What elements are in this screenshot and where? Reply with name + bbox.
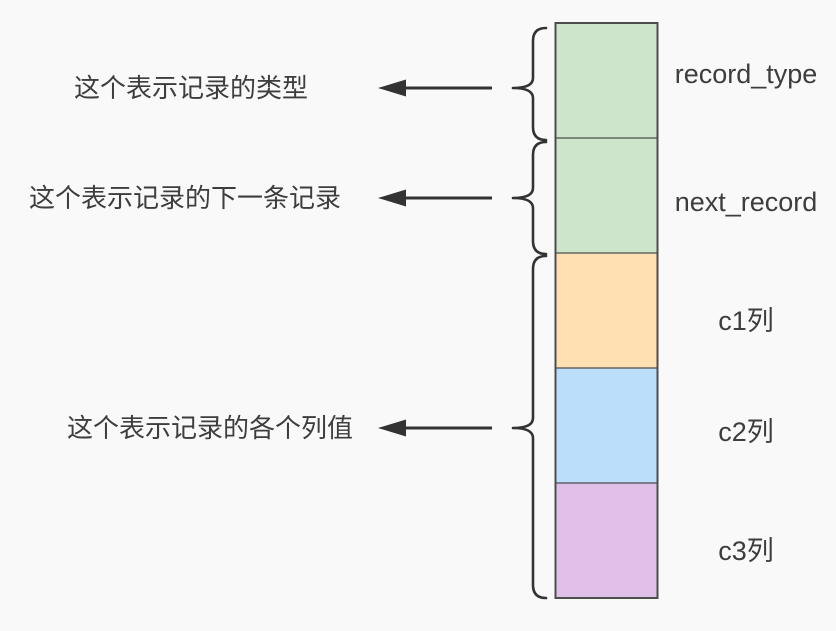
field-label-record-type: record_type — [675, 59, 818, 89]
field-box-c3 — [555, 483, 658, 598]
arrow-record-type — [378, 79, 492, 97]
field-box-borders — [554, 22, 659, 599]
arrow-column-values — [378, 419, 492, 437]
field-label-c2: c2列 — [718, 417, 774, 447]
brace-column-values — [511, 254, 548, 600]
field-boxes — [555, 23, 658, 598]
arrow-next-record — [378, 189, 492, 207]
arrow-record-type-head — [378, 79, 406, 97]
field-box-next-record — [555, 138, 658, 253]
field-box-outline — [554, 22, 659, 599]
arrows — [378, 79, 492, 437]
annotations: 这个表示记录的类型 这个表示记录的下一条记录 这个表示记录的各个列值 — [29, 73, 353, 443]
field-label-next-record: next_record — [675, 187, 818, 217]
annotation-next-record: 这个表示记录的下一条记录 — [29, 183, 341, 213]
arrow-column-values-head — [378, 419, 406, 437]
braces — [511, 26, 548, 600]
field-label-c3: c3列 — [718, 536, 774, 566]
brace-record-type — [511, 26, 548, 142]
field-box-record-type — [555, 23, 658, 138]
field-box-c1 — [555, 253, 658, 368]
field-box-c2 — [555, 368, 658, 483]
brace-next-record — [511, 140, 548, 256]
annotation-record-type: 这个表示记录的类型 — [74, 73, 308, 103]
field-labels: record_type next_record c1列 c2列 c3列 — [675, 59, 818, 566]
arrow-next-record-head — [378, 189, 406, 207]
annotation-column-values: 这个表示记录的各个列值 — [67, 413, 353, 443]
field-label-c1: c1列 — [718, 306, 774, 336]
